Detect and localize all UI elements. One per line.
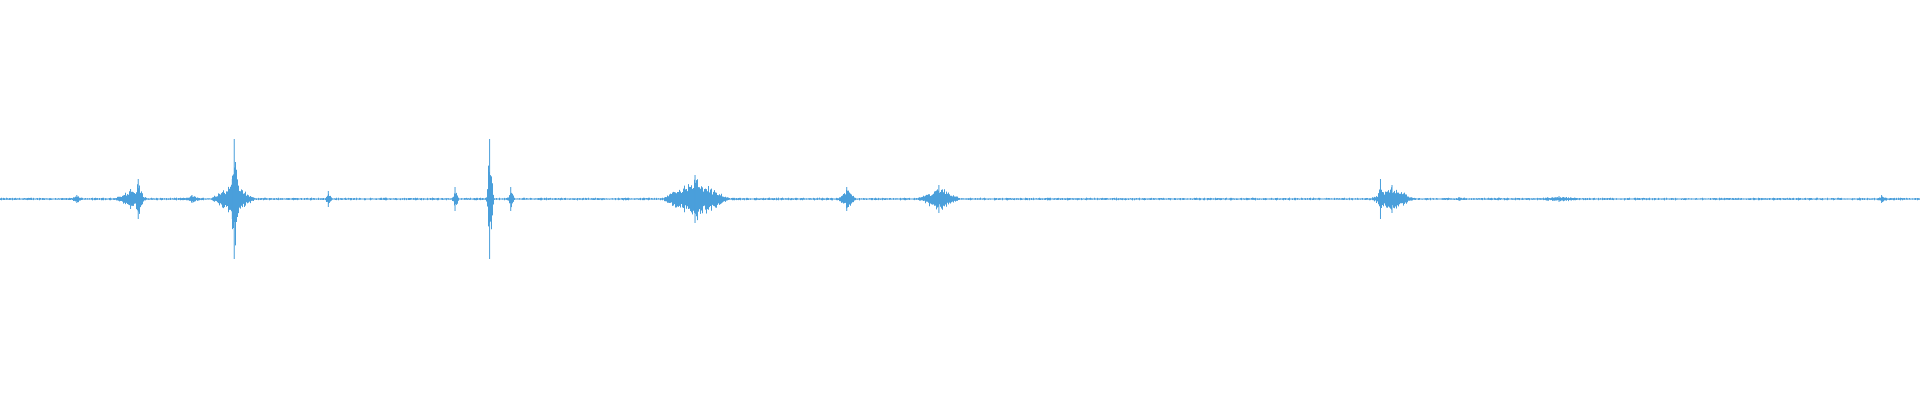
waveform-amplitude-path <box>0 162 1920 246</box>
